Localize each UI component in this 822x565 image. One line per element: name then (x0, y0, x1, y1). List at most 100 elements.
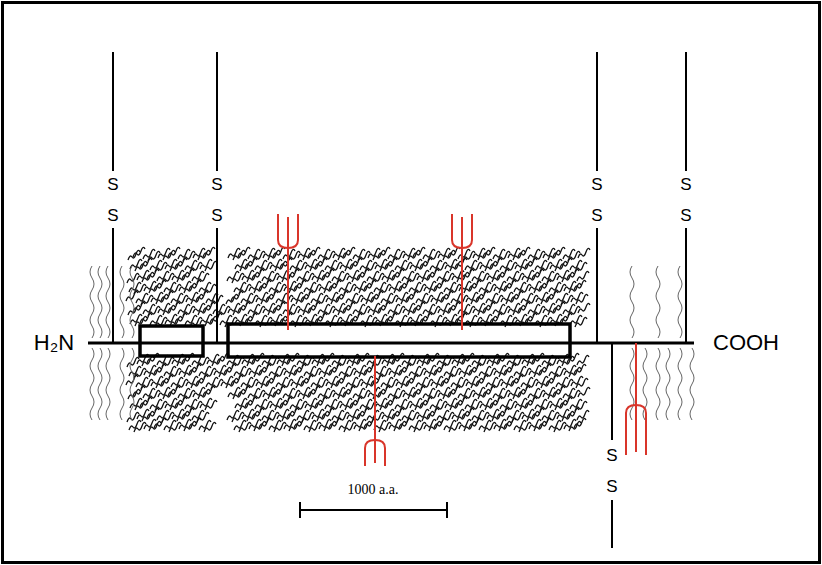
glycan-stroke (576, 294, 588, 304)
glycan-branch (626, 405, 646, 455)
glycan-stroke (350, 313, 362, 323)
glycan-chain (130, 266, 134, 338)
glycan-stroke (525, 397, 537, 407)
glycan-stroke (140, 258, 152, 268)
glycan-stroke (133, 386, 145, 396)
glycan-stroke (560, 258, 572, 268)
glycan-stroke (231, 375, 243, 385)
glycan-stroke (197, 273, 209, 283)
glycan-stroke (336, 291, 348, 301)
glycan-chain (98, 348, 102, 420)
glycan-stroke (329, 280, 341, 290)
glycan-stroke (574, 418, 586, 428)
glycan-stroke (280, 313, 292, 323)
glycan-chain (656, 348, 660, 420)
glycan-stroke (357, 269, 369, 279)
glycan-stroke (238, 302, 250, 312)
glycan-stroke (308, 247, 320, 257)
glycan-stroke (182, 269, 194, 279)
glycan-stroke (385, 313, 397, 323)
n-glycan (452, 214, 472, 330)
sulfur-atom: S (211, 176, 222, 193)
glycan-stroke (511, 375, 523, 385)
glycan-stroke (329, 418, 341, 428)
glycan-stroke (154, 418, 166, 428)
glycan-stroke (518, 386, 530, 396)
glycan-stroke (189, 364, 201, 374)
scale-tick (299, 502, 301, 518)
glycan-stem (461, 217, 463, 330)
glycan-stroke (238, 386, 250, 396)
glycan-stroke (420, 397, 432, 407)
glycan-stroke (154, 280, 166, 290)
glycan-stroke (578, 248, 590, 258)
glycan-chain (106, 348, 110, 420)
sulfur-atom: S (107, 207, 118, 224)
glycan-stroke (575, 262, 587, 272)
glycan-stroke (546, 375, 558, 385)
glycan-stroke (189, 418, 201, 428)
glycan-stroke (427, 269, 439, 279)
glycan-stroke (287, 408, 299, 418)
glycan-stroke (518, 247, 530, 257)
disulfide-link (216, 52, 218, 171)
glycan-stroke (245, 258, 257, 268)
disulfide-link (596, 228, 598, 343)
glycan-stroke (364, 280, 376, 290)
protein-backbone (88, 342, 694, 345)
glycan-stroke (315, 258, 327, 268)
glycan-stroke (343, 302, 355, 312)
glycan-stroke (539, 280, 551, 290)
glycan-stroke (175, 397, 187, 407)
glycan-stroke (322, 408, 334, 418)
glycan-stroke (476, 291, 488, 301)
glycan-stroke (413, 302, 425, 312)
glycan-chain (120, 348, 124, 420)
glycan-stroke (294, 280, 306, 290)
glycan-stroke (161, 291, 173, 301)
glycan-stroke (399, 280, 411, 290)
glycan-stroke (329, 364, 341, 374)
glycan-stroke (497, 269, 509, 279)
glycan-stroke (205, 400, 217, 410)
glycan-stroke (504, 418, 516, 428)
glycan-stroke (511, 291, 523, 301)
glycan-stroke (175, 258, 187, 268)
sulfur-atom: S (211, 207, 222, 224)
glycan-stroke (273, 302, 285, 312)
glycan-stroke (294, 418, 306, 428)
glycan-chain (630, 266, 634, 338)
glycan-stroke (497, 408, 509, 418)
glycan-stroke (469, 364, 481, 374)
glycan-stroke (567, 269, 579, 279)
glycan-stroke (336, 375, 348, 385)
disulfide-link (112, 52, 114, 171)
glycan-stroke (378, 247, 390, 257)
glycan-stroke (189, 280, 201, 290)
glycan-stroke (133, 302, 145, 312)
glycan-stroke (168, 386, 180, 396)
glycan-stroke (308, 386, 320, 396)
glycan-stroke (168, 247, 180, 257)
disulfide-link (611, 500, 613, 548)
glycan-stroke (462, 408, 474, 418)
sulfur-atom: S (606, 478, 617, 495)
glycan-stroke (259, 280, 271, 290)
glycan-stroke (168, 302, 180, 312)
glycan-stroke (231, 291, 243, 301)
glycan-stroke (273, 386, 285, 396)
glycan-chain (656, 266, 660, 338)
frame-border (3, 3, 820, 563)
glycan-stroke (252, 408, 264, 418)
glycan-stroke (140, 313, 152, 323)
glycan-stroke (126, 291, 138, 301)
glycan-stroke (224, 364, 236, 374)
glycan-chain (120, 266, 124, 338)
glycan-stroke (294, 364, 306, 374)
glycan-stroke (483, 302, 495, 312)
glycan-stroke (560, 397, 572, 407)
glycan-stroke (175, 313, 187, 323)
glycan-stroke (532, 269, 544, 279)
glycan-stroke (441, 375, 453, 385)
